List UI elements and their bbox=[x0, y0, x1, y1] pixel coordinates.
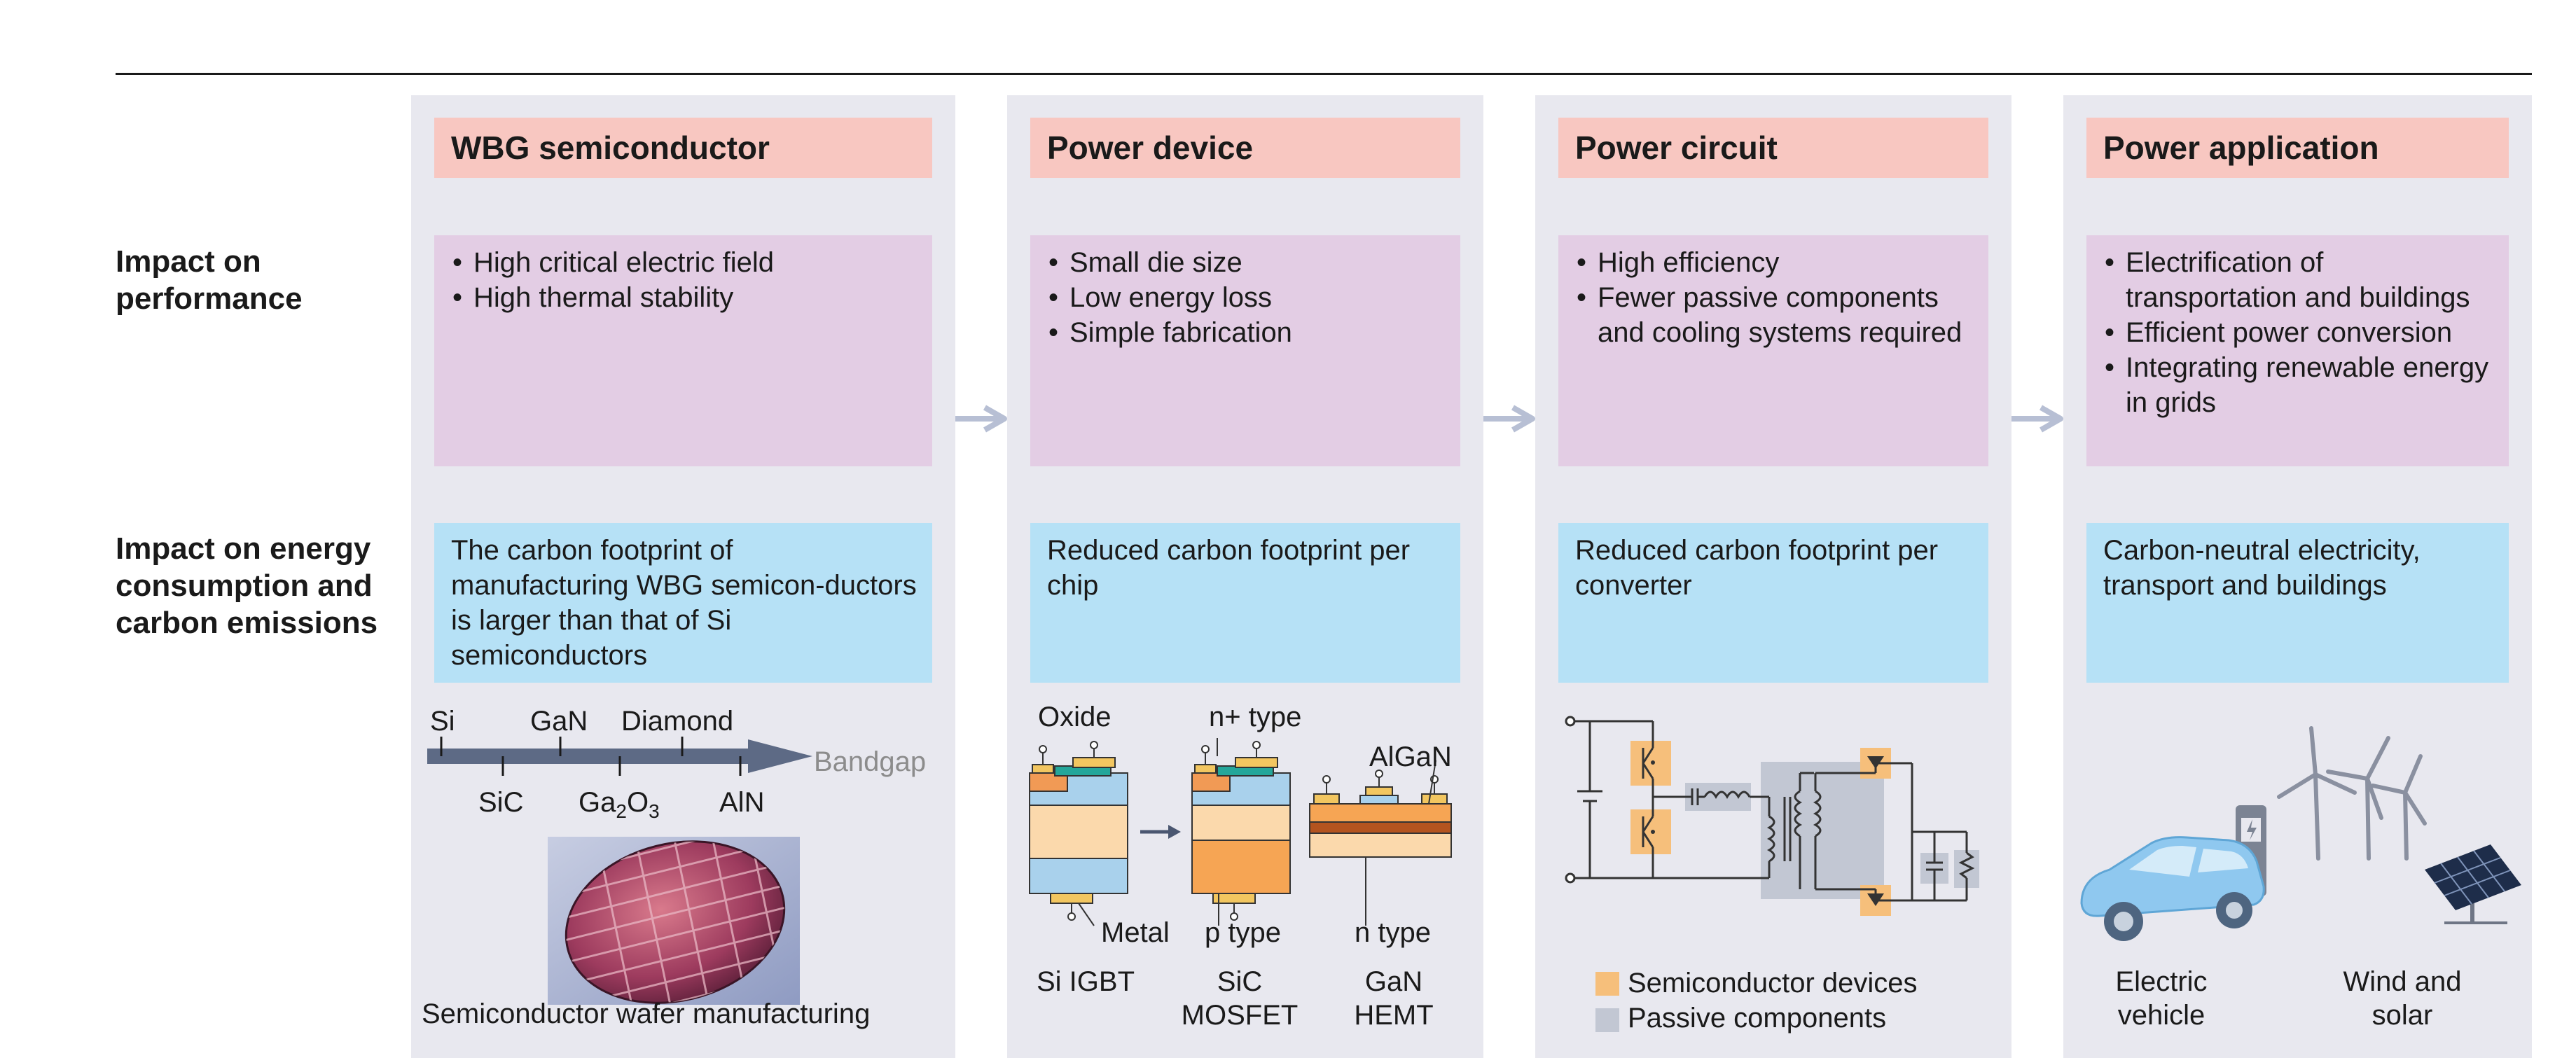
performance-list: Small die size Low energy loss Simple fa… bbox=[1047, 245, 1446, 350]
bandgap-axis-icon bbox=[427, 737, 812, 776]
label-n-type: n type bbox=[1355, 917, 1431, 948]
wafer-caption: Semiconductor wafer manufacturing bbox=[422, 998, 871, 1029]
bandgap-axis-label: Bandgap bbox=[814, 746, 927, 777]
performance-box: Electrification of transportation and bu… bbox=[2086, 235, 2509, 466]
list-item: Integrating renewable energy in grids bbox=[2103, 350, 2495, 420]
carbon-box: The carbon footprint of manufacturing WB… bbox=[434, 523, 932, 683]
o-text: O bbox=[626, 787, 649, 818]
column-title: Power circuit bbox=[1558, 118, 1988, 178]
performance-list: High efficiency Fewer passive components… bbox=[1575, 245, 1974, 350]
bandgap-label-ga2o3: Ga2O3 bbox=[579, 786, 660, 828]
carbon-box: Reduced carbon footprint per converter bbox=[1558, 523, 1988, 683]
label-p-type: p type bbox=[1205, 917, 1281, 948]
flow-arrow-icon bbox=[2011, 405, 2063, 433]
wind-and-solar-icon bbox=[2277, 726, 2521, 924]
performance-list: High critical electric field High therma… bbox=[451, 245, 918, 315]
flow-arrow-icon bbox=[1483, 405, 1535, 433]
label-algan: AlGaN bbox=[1369, 742, 1452, 772]
label-metal: Metal bbox=[1101, 917, 1170, 948]
performance-box: High critical electric field High therma… bbox=[434, 235, 932, 466]
caption-wind-and-solar: Wind and solar bbox=[2343, 966, 2462, 1031]
legend-semiconductor-label: Semiconductor devices bbox=[1628, 968, 1918, 998]
performance-box: Small die size Low energy loss Simple fa… bbox=[1030, 235, 1460, 466]
carbon-box: Carbon-neutral electricity, transport an… bbox=[2086, 523, 2509, 683]
row-label-performance: Impact on performance bbox=[116, 244, 303, 316]
list-item: High thermal stability bbox=[451, 280, 918, 315]
bandgap-label-aln: AlN bbox=[719, 787, 765, 818]
list-item: Small die size bbox=[1047, 245, 1446, 280]
column-wbg-semiconductor: WBG semiconductor High critical electric… bbox=[411, 95, 955, 1058]
top-rule bbox=[116, 73, 2532, 75]
performance-list: Electrification of transportation and bu… bbox=[2103, 245, 2495, 420]
subscript-2: 2 bbox=[616, 800, 627, 822]
column-title: WBG semiconductor bbox=[434, 118, 932, 178]
flow-arrow-icon bbox=[955, 405, 1007, 433]
caption-sic-mosfet: SiC MOSFET bbox=[1181, 966, 1299, 1031]
list-item: Efficient power conversion bbox=[2103, 315, 2495, 350]
device-cross-sections-icon bbox=[1029, 738, 1452, 926]
si-igbt-icon bbox=[1029, 741, 1128, 926]
caption-si-igbt: Si IGBT bbox=[1036, 966, 1135, 997]
legend-passive-swatch bbox=[1595, 1008, 1619, 1032]
label-n-plus-type: n+ type bbox=[1209, 702, 1302, 732]
caption-gan-hemt: GaN HEMT bbox=[1354, 966, 1434, 1031]
list-item: High critical electric field bbox=[451, 245, 918, 280]
label-oxide: Oxide bbox=[1038, 702, 1112, 732]
bandgap-label-gan: GaN bbox=[530, 706, 588, 737]
list-item: Simple fabrication bbox=[1047, 315, 1446, 350]
carbon-box: Reduced carbon footprint per chip bbox=[1030, 523, 1460, 683]
column-title: Power application bbox=[2086, 118, 2509, 178]
sic-mosfet-icon bbox=[1191, 738, 1291, 926]
ga-text: Ga bbox=[579, 787, 616, 818]
performance-box: High efficiency Fewer passive components… bbox=[1558, 235, 1988, 466]
legend-passive-label: Passive components bbox=[1628, 1003, 1887, 1033]
converter-schematic-icon bbox=[1565, 716, 1979, 916]
subscript-3: 3 bbox=[649, 800, 660, 822]
caption-electric-vehicle: Electric vehicle bbox=[2115, 966, 2208, 1031]
wafer-photo-icon bbox=[548, 819, 801, 1025]
list-item: Low energy loss bbox=[1047, 280, 1446, 315]
bandgap-label-si: Si bbox=[430, 706, 455, 737]
bandgap-label-diamond: Diamond bbox=[621, 706, 734, 737]
list-item: Electrification of transportation and bu… bbox=[2103, 245, 2495, 315]
list-item: High efficiency bbox=[1575, 245, 1974, 280]
legend-semiconductor-swatch bbox=[1595, 972, 1619, 996]
column-title: Power device bbox=[1030, 118, 1460, 178]
electric-vehicle-icon bbox=[2080, 805, 2266, 941]
gan-hemt-icon bbox=[1309, 760, 1452, 926]
bandgap-label-sic: SiC bbox=[478, 787, 524, 818]
list-item: Fewer passive components and cooling sys… bbox=[1575, 280, 1974, 350]
row-label-energy: Impact on energy consumption and carbon … bbox=[116, 531, 378, 640]
